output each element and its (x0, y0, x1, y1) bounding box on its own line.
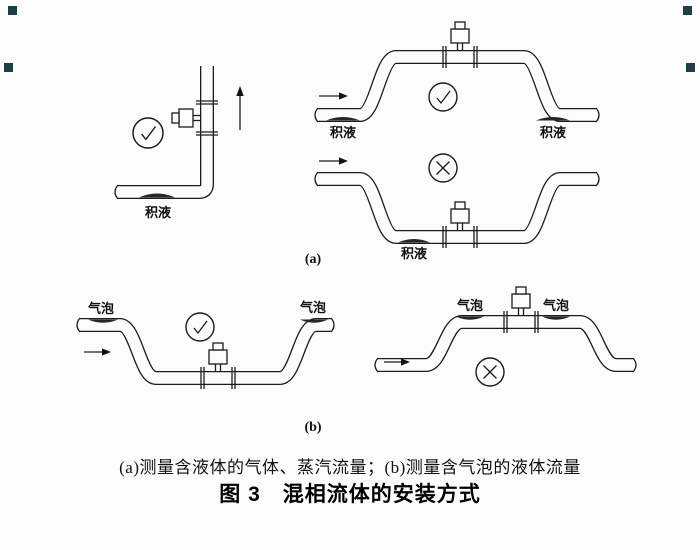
pipe-bore (118, 66, 213, 198)
selection-handle (8, 6, 17, 15)
bubble-label: 气泡 (300, 300, 326, 315)
figure-caption: (a)测量含液体的气体、蒸汽流量；(b)测量含气泡的液体流量 (119, 458, 581, 477)
flow-arrow (319, 157, 348, 165)
selection-handle (683, 6, 692, 15)
gas-bubble-blob (88, 319, 118, 323)
gas-bubble-blob (542, 316, 570, 320)
flow-up-arrow (236, 86, 244, 130)
pipe-bore (80, 319, 331, 384)
pipe-end-break (632, 357, 637, 373)
cross-icon (428, 153, 458, 183)
pipe-bore (318, 51, 596, 121)
cross-icon (475, 357, 505, 387)
gas-bubble-blob (456, 316, 484, 320)
liquid-accumulation-blob (326, 117, 360, 121)
flow-arrow (319, 92, 348, 100)
bubble-label: 气泡 (457, 298, 483, 313)
figure-3-diagram: 积液 积液 积液 (76, 21, 637, 435)
liquid-accumulation-blob (398, 239, 430, 243)
figure-title: 图 3 混相流体的安装方式 (219, 483, 481, 506)
check-icon (132, 117, 164, 149)
pipe-end-break (374, 357, 379, 373)
pipe-end-break (314, 171, 319, 187)
pipe-end-break (314, 107, 319, 123)
selection-handle (4, 63, 13, 72)
check-icon (428, 82, 458, 112)
bubble-label: 气泡 (88, 301, 114, 316)
diagram-a-correct: 积液 积液 (314, 21, 600, 140)
bubble-label: 气泡 (543, 298, 569, 313)
selection-handle (686, 63, 695, 72)
pipe-end-break (595, 171, 600, 187)
pipe-end-break (76, 317, 81, 333)
check-icon (185, 312, 215, 342)
pipe-bore (378, 316, 633, 371)
pipe-end-break (330, 317, 335, 333)
liquid-label: 积液 (540, 125, 566, 140)
diagram-a-wrong: 积液 (a) (305, 153, 600, 267)
sublabel-a: (a) (305, 252, 322, 267)
gas-bubble-blob (300, 319, 328, 323)
liquid-accumulation-blob (139, 193, 175, 198)
diagram-vertical-install: 积液 (114, 66, 244, 220)
diagram-b-correct: 气泡 气泡 (76, 300, 335, 390)
liquid-label: 积液 (330, 125, 356, 140)
sublabel-b: (b) (304, 420, 321, 435)
pipe-bore (318, 173, 596, 243)
pipe-end-break (595, 107, 600, 123)
flow-arrow (384, 358, 410, 366)
liquid-accumulation-blob (536, 117, 570, 121)
diagram-b-wrong: 气泡 气泡 (b) (304, 286, 637, 435)
pipe-end-break (114, 184, 119, 200)
liquid-label: 积液 (145, 205, 171, 220)
flow-arrow (84, 348, 111, 356)
liquid-label: 积液 (401, 246, 427, 261)
